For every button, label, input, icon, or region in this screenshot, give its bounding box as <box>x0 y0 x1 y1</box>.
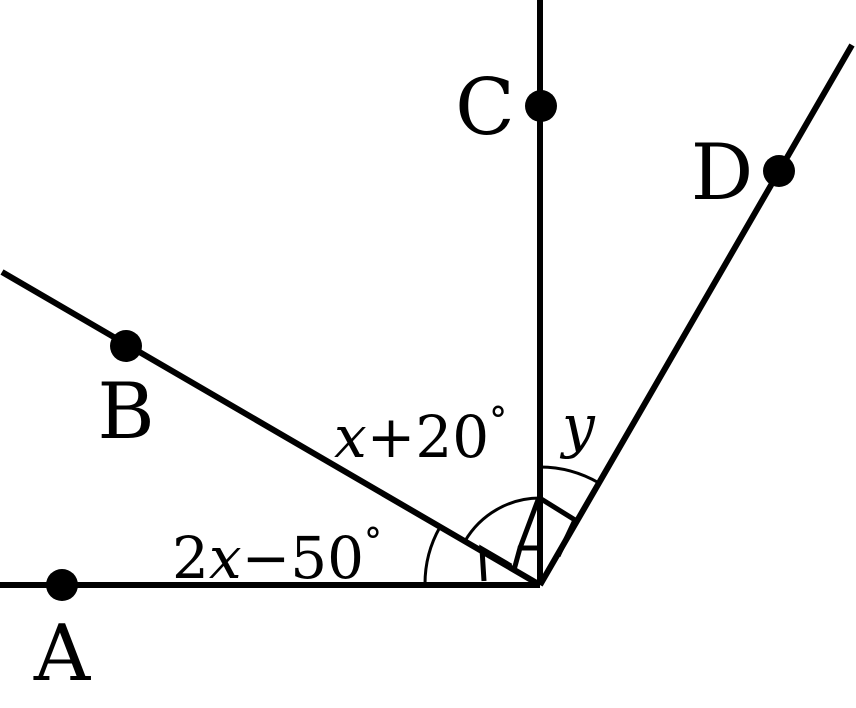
angle-label-cod: y <box>559 392 596 460</box>
angle-label-aob: 2x−50° <box>172 522 382 592</box>
label-d: D <box>691 128 754 218</box>
label-c: C <box>455 63 515 153</box>
label-a: A <box>33 609 92 699</box>
label-b: B <box>97 367 154 457</box>
angle-mark-cod <box>536 494 579 558</box>
ray-od <box>537 43 855 587</box>
point-c <box>525 90 557 122</box>
point-d <box>763 155 795 187</box>
angle-mark-boc-upper <box>517 499 541 549</box>
angle-label-boc: x+20° <box>334 401 507 471</box>
angle-mark-boc <box>511 545 538 571</box>
arc-angle-aob <box>423 526 442 585</box>
angle-mark-aob <box>479 544 513 582</box>
ray-ob <box>0 269 542 588</box>
point-a <box>46 569 78 601</box>
arc-angle-cod <box>539 465 600 485</box>
point-b <box>110 330 142 362</box>
arc-angle-boc <box>463 496 541 542</box>
